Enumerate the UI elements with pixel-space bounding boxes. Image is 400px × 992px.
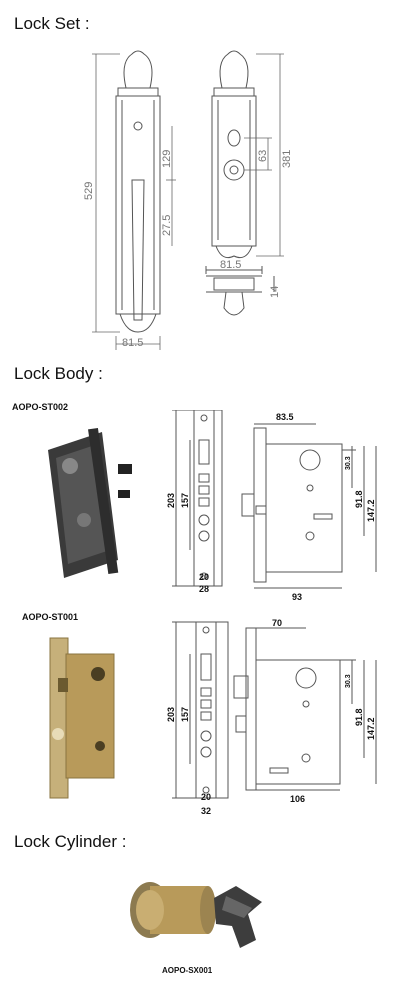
dim-inner-height: 381	[281, 150, 293, 168]
lock-body-2-drawing: 203 157 20 32 70 30.3 91.8 147.2 106	[49, 618, 377, 816]
dim-overall-height: 529	[83, 182, 95, 200]
dim-side-top-1: 83.5	[276, 412, 294, 422]
model-label-2: AOPO-ST001	[22, 612, 79, 622]
dim-front-width-a-2: 20	[201, 792, 211, 802]
dim-side-bottom-1: 93	[292, 592, 302, 600]
dim-front-width-b-2: 32	[201, 806, 211, 816]
lock-body-2-photo	[49, 637, 115, 799]
dim-side-small-2: 30.3	[345, 674, 352, 688]
dim-handle-offset: 27.5	[161, 215, 173, 236]
dim-front-height-2: 203	[166, 707, 176, 722]
lock-set-drawing: 529 129 27.5 81.5 381 63 81.5 14	[83, 50, 293, 350]
front-view-1	[172, 410, 223, 587]
dim-front-height-1: 203	[166, 493, 176, 508]
dim-cyl-to-handle: 129	[161, 150, 173, 168]
lock-body-heading: Lock Body :	[14, 364, 103, 383]
dim-side-total-1: 147.2	[366, 499, 376, 522]
lock-body-1-photo	[48, 428, 132, 578]
dim-front-inner-1: 157	[180, 493, 190, 508]
dim-front-width-a-1: 20	[199, 572, 209, 582]
lock-set-heading: Lock Set :	[14, 14, 90, 33]
left-dim-lines	[92, 53, 176, 350]
dim-front-inner-2: 157	[180, 707, 190, 722]
lock-body-1-drawing: 203 157 20 28 83.5 30.3 91.8 147.2 93	[48, 410, 377, 600]
lock-cylinder-heading: Lock Cylinder :	[14, 832, 127, 851]
dim-knob-depth: 14	[269, 286, 281, 298]
lock-cylinder-photo	[130, 882, 262, 948]
dim-plate-width: 81.5	[122, 337, 143, 349]
dim-front-width-b-1: 28	[199, 584, 209, 594]
dim-knob-width: 81.5	[220, 259, 241, 271]
dim-side-total-2: 147.2	[366, 717, 376, 740]
dim-side-bottom-2: 106	[290, 794, 305, 804]
dim-side-small-1: 30.3	[345, 456, 352, 470]
front-view-2	[172, 621, 229, 799]
knob-side-view	[205, 266, 275, 316]
dim-side-top-2: 70	[272, 618, 282, 628]
rear-trim-plate	[211, 50, 257, 259]
right-dim-lines	[244, 53, 284, 257]
side-view-2	[233, 627, 377, 791]
front-trim-plate	[115, 50, 161, 333]
cylinder-model-label: AOPO-SX001	[162, 966, 213, 975]
dim-side-mid-1: 91.8	[354, 490, 364, 508]
dim-side-mid-2: 91.8	[354, 708, 364, 726]
dim-knob-offset: 63	[257, 150, 269, 162]
model-label-1: AOPO-ST002	[12, 402, 69, 412]
side-view-1	[241, 423, 377, 589]
